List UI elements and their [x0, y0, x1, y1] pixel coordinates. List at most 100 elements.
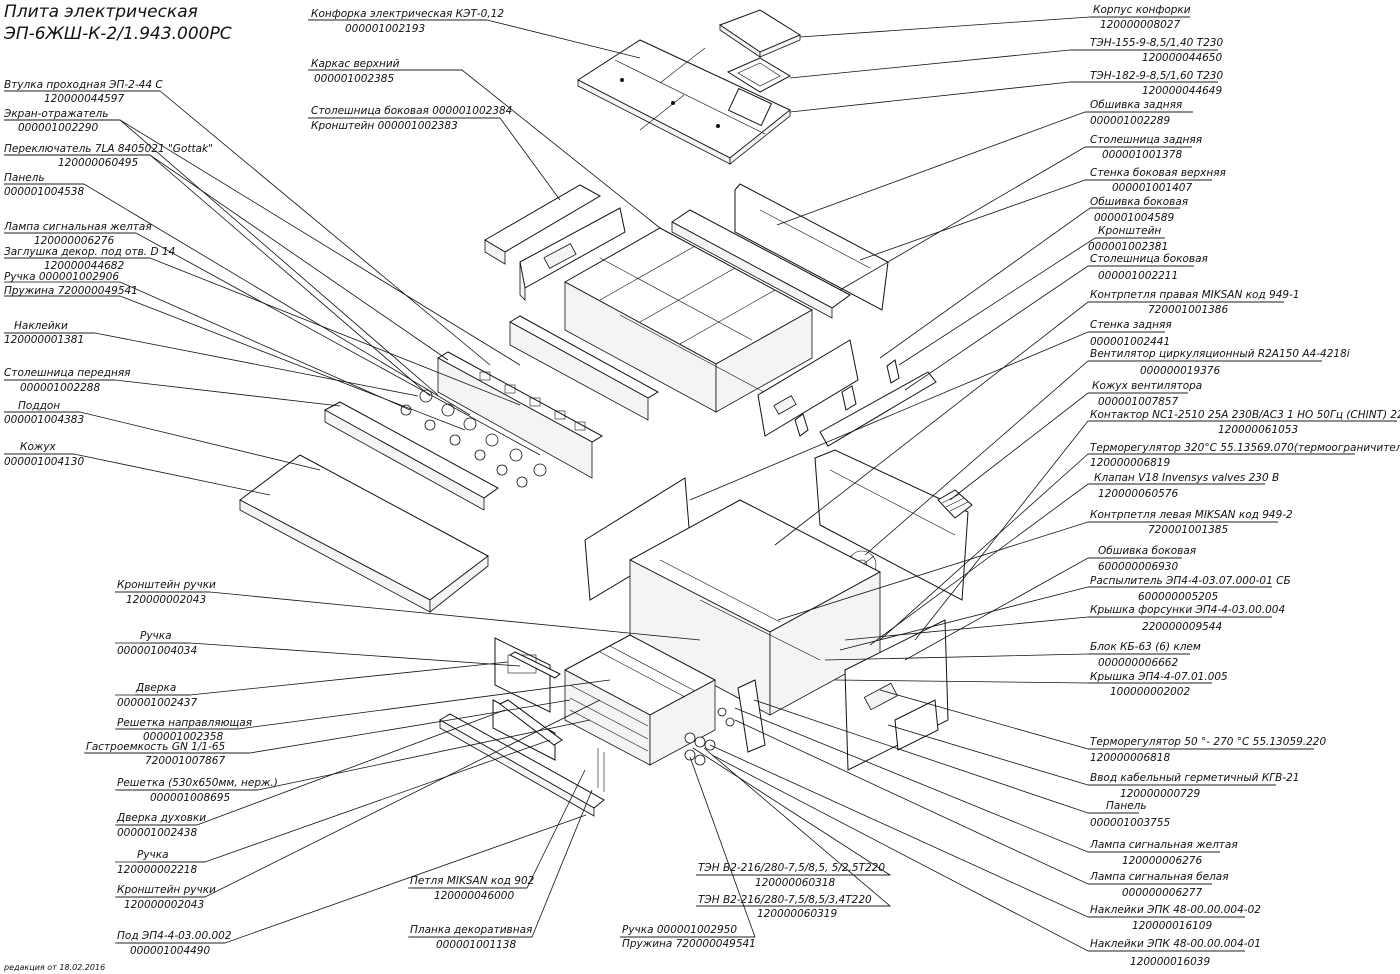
svg-text:120000016039: 120000016039 [1130, 956, 1210, 968]
svg-text:Экран-отражатель: Экран-отражатель [3, 108, 108, 120]
svg-text:720001001385: 720001001385 [1148, 524, 1228, 536]
svg-text:120000006276: 120000006276 [1122, 855, 1202, 867]
svg-text:120000060576: 120000060576 [1098, 488, 1178, 500]
svg-text:Вентилятор циркуляционный R2A1: Вентилятор циркуляционный R2A150 A4-4218… [1090, 348, 1350, 360]
callout-thermostat-270: Терморегулятор 50 °- 270 °С 55.13059.220… [1088, 736, 1326, 764]
svg-text:Распылитель ЭП4-4-03.07.000-01: Распылитель ЭП4-4-03.07.000-01 СБ [1090, 575, 1291, 587]
svg-text:720001001386: 720001001386 [1148, 304, 1228, 316]
callout-labels: Конфорка электрическая КЭТ-0,12000001002… [3, 4, 1400, 968]
svg-text:000001001138: 000001001138 [436, 939, 516, 951]
svg-text:000001001407: 000001001407 [1112, 182, 1192, 194]
revision-note: редакция от 18.02.2016 [3, 963, 105, 972]
back-upper-wall [734, 183, 889, 311]
svg-text:Решетка направляющая: Решетка направляющая [117, 717, 252, 729]
svg-text:000001001378: 000001001378 [1102, 149, 1182, 161]
svg-text:Наклейки ЭПК 48-00.00.004-01: Наклейки ЭПК 48-00.00.004-01 [1090, 938, 1261, 950]
svg-text:Ввод кабельный герметичный КГВ: Ввод кабельный герметичный КГВ-21 [1090, 772, 1299, 784]
svg-text:120000044649: 120000044649 [1142, 85, 1222, 97]
callout-element-2: ТЭН В2-216/280-7,5/8,5/3,4Т2201200000603… [696, 894, 890, 920]
svg-text:ТЭН В2-216/280-7,5/8,5, 5/2,5Т: ТЭН В2-216/280-7,5/8,5, 5/2,5Т220 [698, 862, 885, 874]
callout-fan: Вентилятор циркуляционный R2A150 A4-4218… [1088, 348, 1350, 377]
oven-chamber [563, 634, 717, 766]
svg-text:Обшивка задняя: Обшивка задняя [1090, 99, 1182, 111]
svg-text:220000009544: 220000009544 [1142, 621, 1222, 633]
svg-text:ТЭН-155-9-8,5/1,40 Т230: ТЭН-155-9-8,5/1,40 Т230 [1090, 37, 1223, 49]
svg-text:Каркас верхний: Каркас верхний [311, 58, 400, 70]
svg-text:Панель: Панель [1106, 800, 1147, 812]
callout-side-worktop-r: Столешница боковая 000001002211 [1088, 253, 1208, 282]
callout-element-1: ТЭН В2-216/280-7,5/8,5, 5/2,5Т220 1200000… [696, 862, 890, 889]
callout-door: Дверка 000001002437 [115, 682, 197, 709]
drawing-title-line2: ЭП-6ЖШ-К-2/1.943.000РС [3, 24, 232, 44]
callout-burner-kaet: Конфорка электрическая КЭТ-0,12000001002… [308, 8, 504, 35]
svg-text:Ручка: Ручка [140, 630, 172, 642]
svg-text:Петля MIKSAN код 902: Петля MIKSAN код 902 [410, 875, 535, 887]
svg-text:Наклейки: Наклейки [14, 320, 68, 332]
svg-text:ТЭН В2-216/280-7,5/8,5/3,4Т220: ТЭН В2-216/280-7,5/8,5/3,4Т220 [698, 894, 872, 906]
svg-text:600000005205: 600000005205 [1138, 591, 1218, 603]
svg-text:000001002437: 000001002437 [117, 697, 197, 709]
svg-text:Наклейки ЭПК 48-00.00.004-02: Наклейки ЭПК 48-00.00.004-02 [1090, 904, 1261, 916]
svg-text:Столешница боковая: Столешница боковая [1090, 253, 1208, 265]
svg-text:Дверка: Дверка [135, 682, 176, 694]
svg-text:Лампа сигнальная желтая: Лампа сигнальная желтая [1089, 839, 1238, 851]
svg-text:120000060495: 120000060495 [58, 157, 138, 169]
svg-text:000000019376: 000000019376 [1140, 365, 1220, 377]
svg-text:000001002381: 000001002381 [1088, 241, 1168, 253]
svg-text:000001002358: 000001002358 [143, 731, 223, 743]
callout-contactor: Контактор NC1-2510 25А 230В/АС3 1 НО 50Г… [1088, 409, 1400, 436]
svg-text:Лампа сигнальная белая: Лампа сигнальная белая [1089, 871, 1229, 883]
svg-text:Планка декоративная: Планка декоративная [410, 924, 532, 936]
callout-lamp-yellow-2: Лампа сигнальная желтая 120000006276 [1088, 839, 1238, 867]
svg-text:Ручка 000001002906: Ручка 000001002906 [4, 271, 119, 283]
svg-text:Кронштейн: Кронштейн [1098, 225, 1161, 237]
callout-plug: Заглушка декор. под отв. D 1412000004468… [4, 246, 175, 272]
svg-text:120000044650: 120000044650 [1142, 52, 1222, 64]
side-worktop-right [819, 371, 937, 447]
svg-text:Столешница передняя: Столешница передняя [4, 367, 130, 379]
svg-text:Терморегулятор 50 °- 270 °С: Терморегулятор 50 °- 270 °С 55.13059.220 [1090, 736, 1326, 748]
svg-text:Гастроемкость GN 1/1-65: Гастроемкость GN 1/1-65 [86, 741, 226, 753]
callout-deco-strip: Планка декоративная 000001001138 [408, 924, 532, 951]
svg-text:000001008695: 000001008695 [150, 792, 230, 804]
svg-text:120000060318: 120000060318 [755, 877, 835, 889]
svg-text:120000002043: 120000002043 [126, 594, 206, 606]
callout-cable-gland: Ввод кабельный герметичный КГВ-211200000… [1088, 772, 1299, 800]
callout-ten-182: ТЭН-182-9-8,5/1,60 Т230 120000044649 [1070, 70, 1223, 97]
callout-ten-155: ТЭН-155-9-8,5/1,40 Т230 120000044650 [1070, 37, 1223, 64]
svg-text:Лампа сигнальная желтая: Лампа сигнальная желтая [3, 221, 152, 233]
svg-text:000001004490: 000001004490 [130, 945, 210, 957]
svg-text:120000006819: 120000006819 [1090, 457, 1170, 469]
callout-side-worktop: Столешница боковая 000001002384Кронштейн… [308, 105, 512, 132]
svg-text:000001002211: 000001002211 [1098, 270, 1178, 282]
svg-text:000001002385: 000001002385 [314, 73, 394, 85]
svg-text:Кронштейн 000001002383: Кронштейн 000001002383 [311, 120, 458, 132]
rear-wall [814, 449, 969, 601]
svg-text:Крышка форсунки ЭП4-4-03.00.00: Крышка форсунки ЭП4-4-03.00.004 [1090, 604, 1285, 616]
svg-text:Кожух вентилятора: Кожух вентилятора [1092, 380, 1202, 392]
callout-counter-hinge-right: Контрпетля правая MIKSAN код 949-1720001… [1088, 289, 1300, 316]
svg-text:000000006277: 000000006277 [1122, 887, 1202, 899]
callout-grid: Решетка (530х650мм, нерж.)000001008695 [115, 777, 278, 804]
bottom-panel [737, 679, 766, 753]
svg-text:Контрпетля левая MIKSAN код 94: Контрпетля левая MIKSAN код 949-2 [1090, 509, 1293, 521]
svg-text:000001004034: 000001004034 [117, 645, 197, 657]
svg-text:120000008027: 120000008027 [1100, 19, 1180, 31]
svg-text:120000061053: 120000061053 [1218, 424, 1298, 436]
svg-text:ТЭН-182-9-8,5/1,60 Т230: ТЭН-182-9-8,5/1,60 Т230 [1090, 70, 1223, 82]
svg-text:000001007857: 000001007857 [1098, 396, 1178, 408]
svg-text:000001004589: 000001004589 [1094, 212, 1174, 224]
heating-element-ring [726, 57, 792, 93]
callout-upper-frame: Каркас верхний 000001002385 [308, 58, 462, 85]
